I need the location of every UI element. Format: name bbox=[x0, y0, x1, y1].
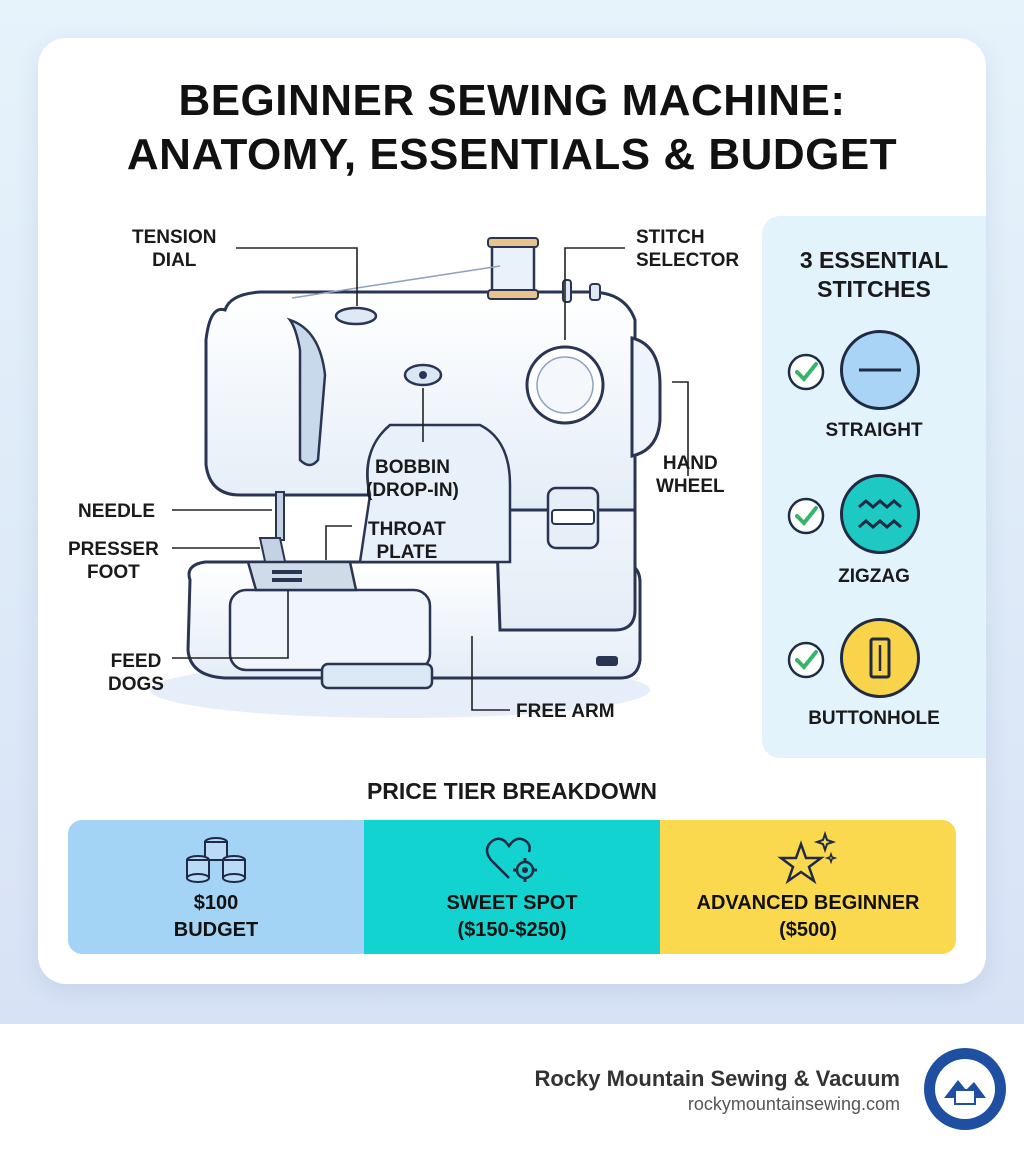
stitch-zigzag bbox=[786, 474, 966, 554]
heart-gear-icon bbox=[485, 837, 537, 882]
footer bbox=[0, 1024, 1024, 1154]
label-presser-foot: PRESSER FOOT bbox=[68, 539, 159, 583]
label-stitch-selector: STITCH SELECTOR bbox=[636, 227, 740, 271]
price-tiers: $100 BUDGET SWEET SPOT ($150-$250) ADVAN… bbox=[68, 820, 956, 954]
page-title: BEGINNER SEWING MACHINE: ANATOMY, ESSENT… bbox=[126, 76, 898, 179]
coins-icon bbox=[186, 837, 246, 883]
label-hand-wheel: HAND WHEEL bbox=[656, 453, 725, 497]
sewing-machine-illustration bbox=[150, 237, 689, 718]
tier-sweet-spot: SWEET SPOT ($150-$250) bbox=[364, 820, 660, 954]
stitch-straight bbox=[786, 330, 966, 410]
label-throat-plate: THROAT PLATE bbox=[368, 519, 446, 563]
price-tier-title: PRICE TIER BREAKDOWN bbox=[366, 778, 658, 804]
stitch-label-buttonhole: BUTTONHOLE bbox=[808, 708, 940, 729]
tier-budget: $100 BUDGET bbox=[68, 820, 364, 954]
label-feed-dogs: FEED DOGS bbox=[108, 651, 164, 695]
check-icon bbox=[787, 497, 825, 535]
check-icon bbox=[787, 353, 825, 391]
stitches-title: 3 ESSENTIAL STITCHES bbox=[799, 247, 949, 302]
stitch-label-straight: STRAIGHT bbox=[825, 420, 923, 441]
tier-budget-label: $100 BUDGET bbox=[173, 892, 259, 941]
label-needle: NEEDLE bbox=[78, 501, 156, 522]
label-bobbin: BOBBIN (DROP-IN) bbox=[366, 457, 459, 501]
label-free-arm: FREE ARM bbox=[516, 701, 615, 722]
sparkle-star-icon bbox=[777, 830, 838, 885]
brand-name: Rocky Mountain Sewing & Vacuum bbox=[534, 1066, 900, 1091]
label-tension-dial: TENSION DIAL bbox=[132, 227, 217, 271]
straight-stitch-icon bbox=[840, 330, 920, 410]
stitch-buttonhole bbox=[786, 618, 966, 698]
tier-advanced-label: ADVANCED BEGINNER ($500) bbox=[696, 892, 920, 941]
buttonhole-stitch-icon bbox=[840, 618, 920, 698]
stitch-label-zigzag: ZIGZAG bbox=[838, 566, 910, 587]
zigzag-stitch-icon bbox=[840, 474, 920, 554]
tier-advanced: ADVANCED BEGINNER ($500) bbox=[660, 820, 956, 954]
brand-logo bbox=[924, 1048, 1006, 1130]
brand-url[interactable]: rockymountainsewing.com bbox=[687, 1094, 900, 1114]
check-icon bbox=[787, 641, 825, 679]
tier-sweet-spot-label: SWEET SPOT ($150-$250) bbox=[446, 892, 578, 941]
